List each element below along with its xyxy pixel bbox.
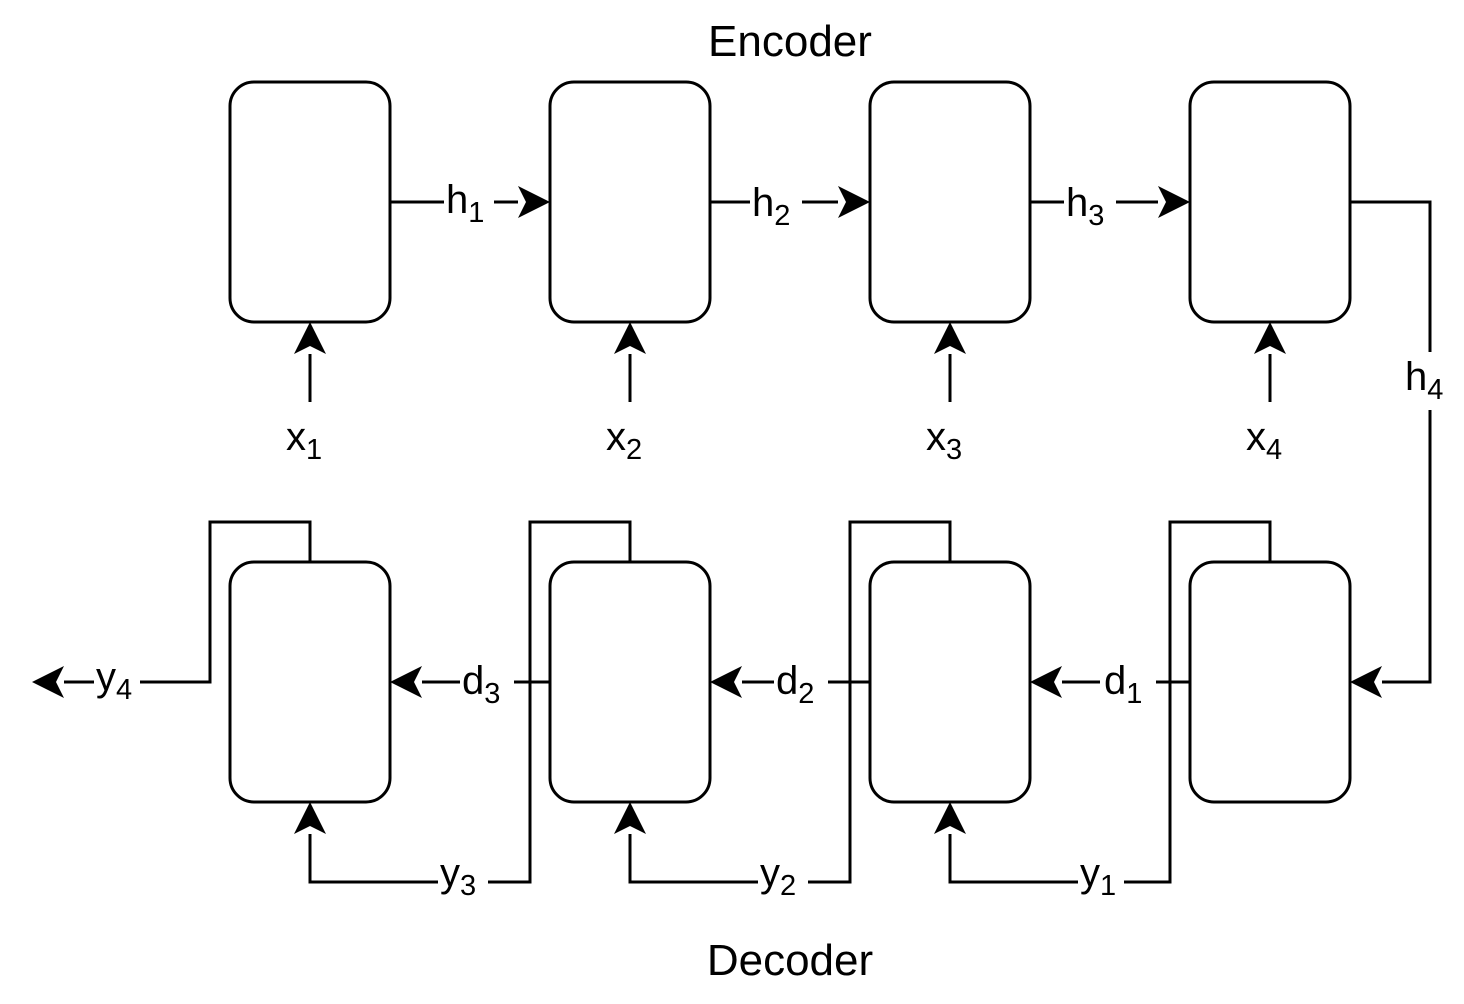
x4-label: x4 <box>1246 415 1282 466</box>
y2-label: y2 <box>760 851 796 902</box>
x2-label: x2 <box>606 415 642 466</box>
decoder-cell-4 <box>228 560 392 804</box>
decoder-cell-1 <box>1188 560 1352 804</box>
y1-label: y1 <box>1080 851 1116 902</box>
d2-label: d2 <box>776 659 814 710</box>
decoder-cell-3 <box>548 560 712 804</box>
d1-label: d1 <box>1104 659 1142 710</box>
y4-output-arrow <box>32 520 312 698</box>
encoder-cell-3 <box>868 80 1032 324</box>
decoder-title: Decoder <box>707 936 873 985</box>
encoder-cell-1 <box>228 80 392 324</box>
h1-label: h1 <box>446 178 484 229</box>
h2-label: h2 <box>752 181 790 232</box>
x1-label: x1 <box>286 415 322 466</box>
x2-arrow <box>614 322 646 402</box>
encoder-cell-2 <box>548 80 712 324</box>
d3-label: d3 <box>462 659 500 710</box>
x3-arrow <box>934 322 966 402</box>
h3-label: h3 <box>1066 181 1104 232</box>
x3-label: x3 <box>926 415 962 466</box>
x1-arrow <box>294 322 326 402</box>
encoder-title: Encoder <box>708 17 872 66</box>
y3-feedback-arrow <box>294 520 632 884</box>
h4-arrow <box>1350 200 1432 698</box>
decoder-cell-2 <box>868 560 1032 804</box>
y4-label: y4 <box>96 655 132 706</box>
encoder-cell-4 <box>1188 80 1352 324</box>
y3-label: y3 <box>440 851 476 902</box>
y1-feedback-arrow <box>934 520 1272 884</box>
x4-arrow <box>1254 322 1286 402</box>
h4-label: h4 <box>1405 355 1443 406</box>
y2-feedback-arrow <box>614 520 952 884</box>
